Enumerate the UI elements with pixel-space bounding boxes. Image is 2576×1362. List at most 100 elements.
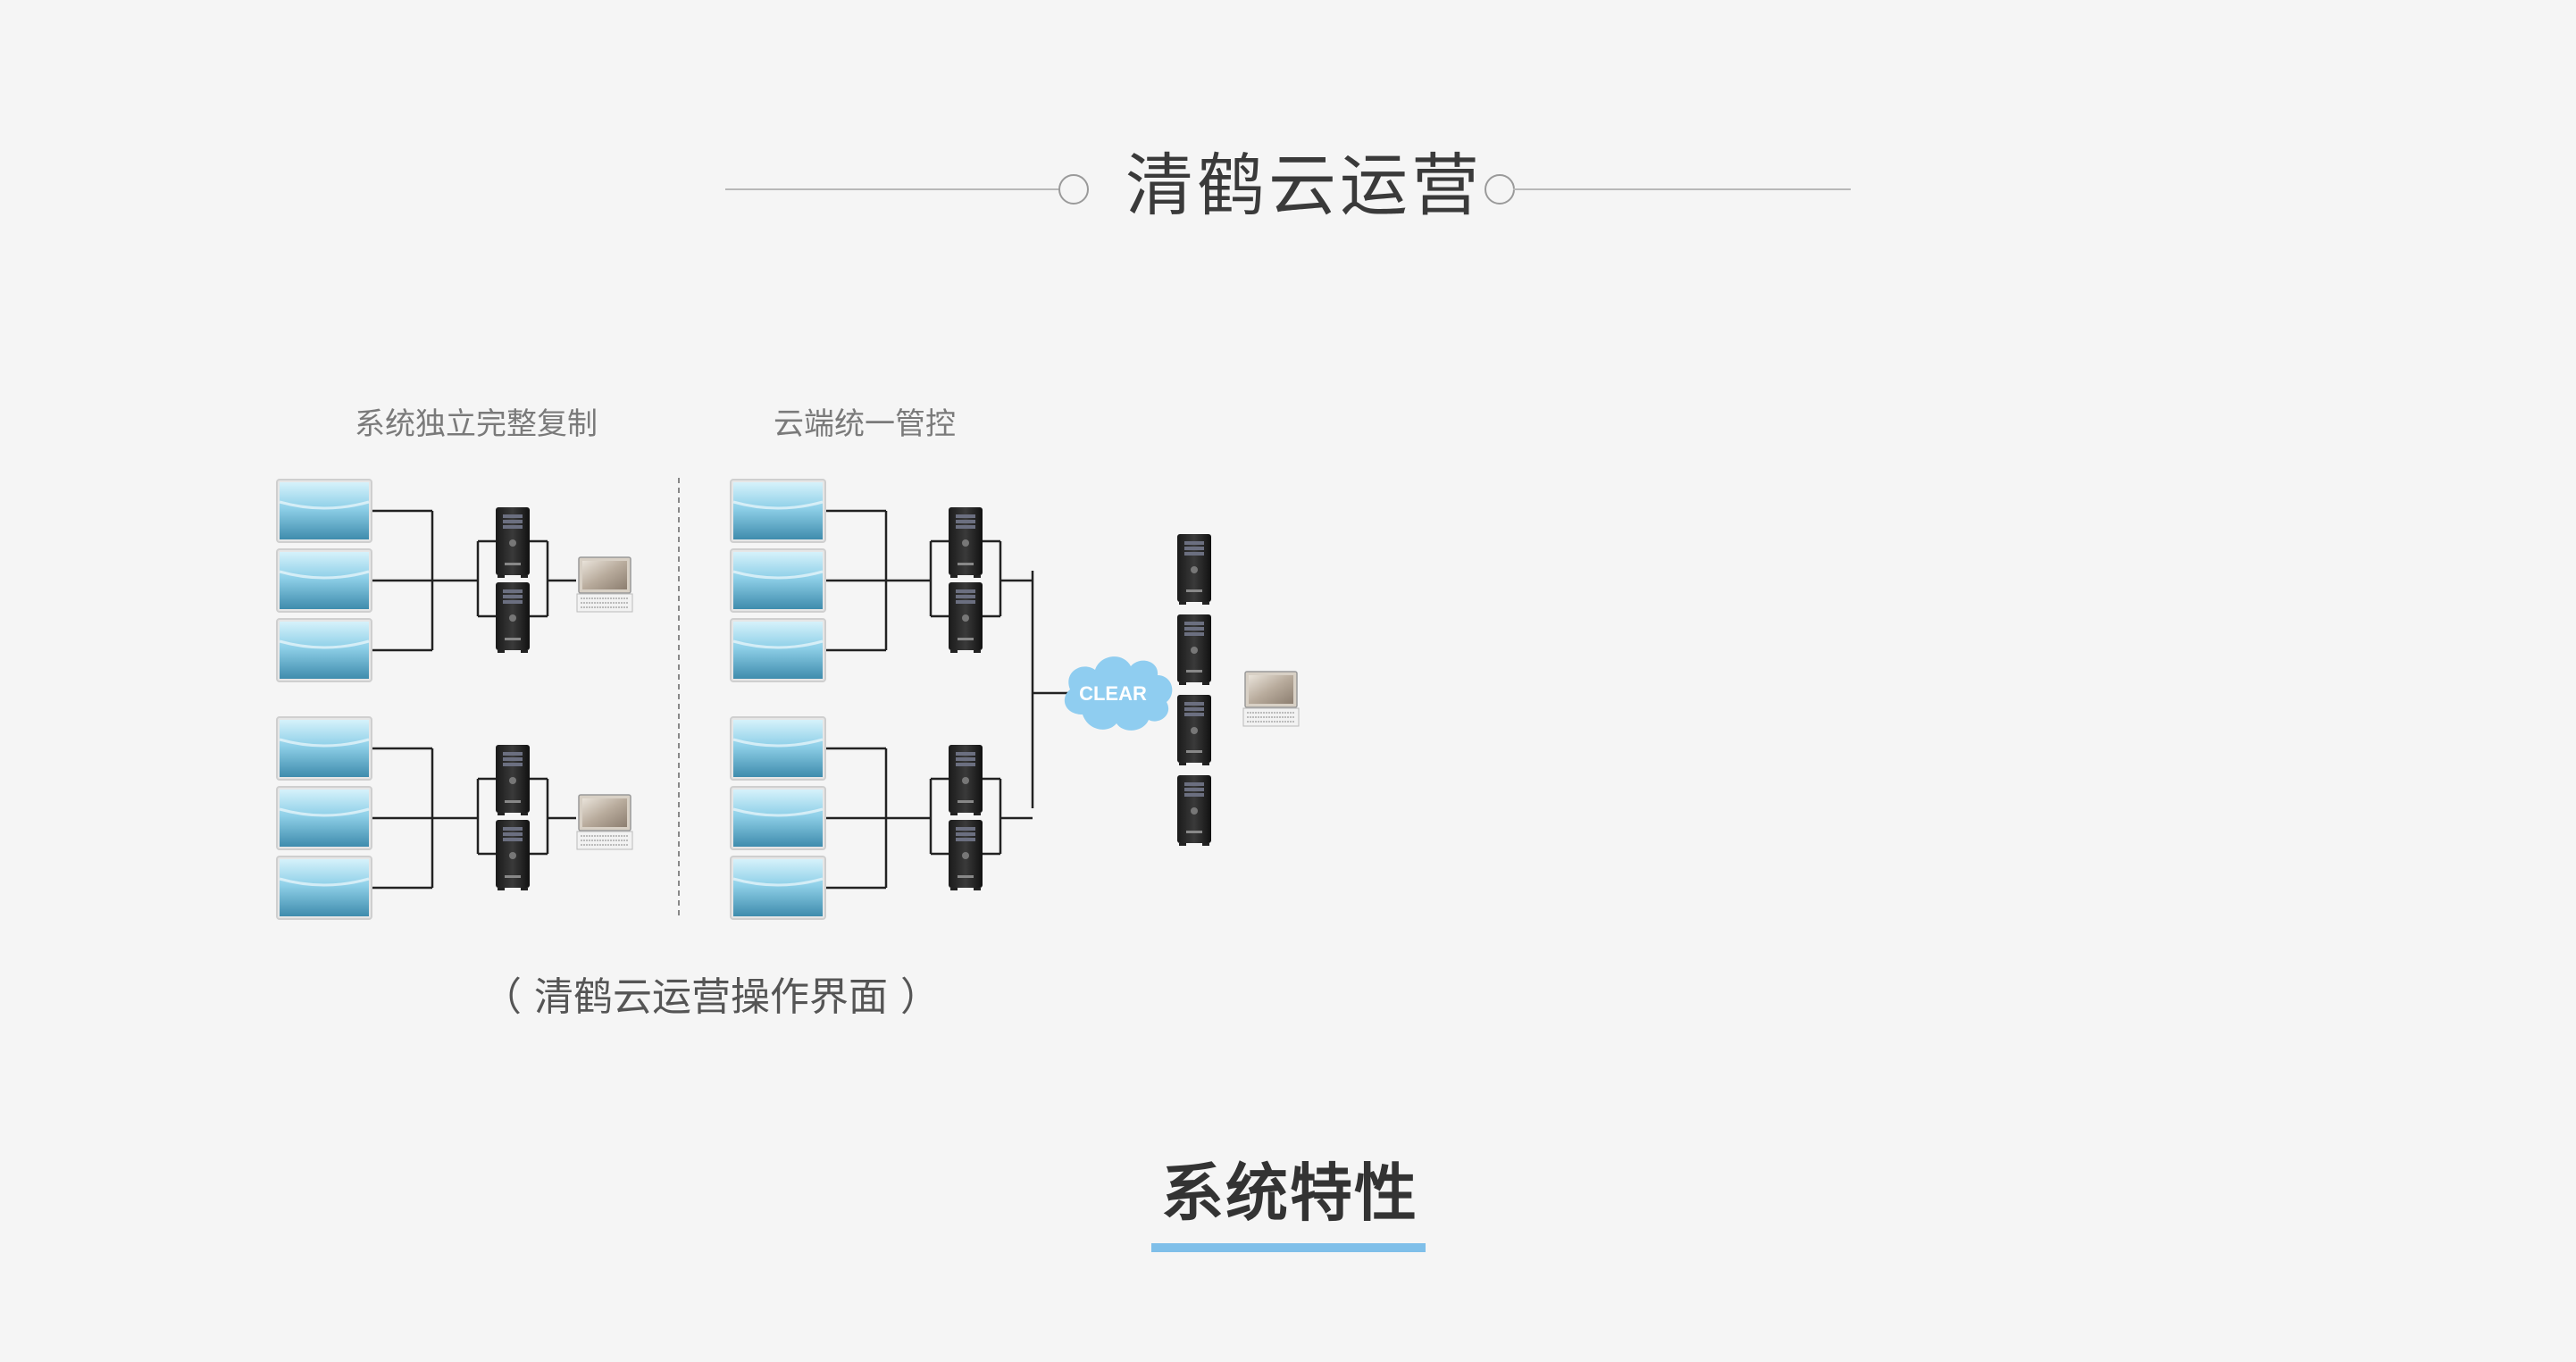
monitor-icon <box>276 479 372 543</box>
tower-foot <box>974 813 981 815</box>
tower-foot <box>1202 602 1209 605</box>
tower-foot <box>974 650 981 653</box>
tower-foot <box>498 575 505 578</box>
tower-slot <box>1186 750 1202 753</box>
server-tower-icon <box>1177 614 1211 685</box>
monitor-glare <box>279 639 370 649</box>
tower-bay <box>956 589 975 593</box>
laptop-icon <box>576 794 633 850</box>
tower-power <box>509 777 516 784</box>
title-right-line <box>1513 188 1851 190</box>
tower-slot <box>505 638 521 640</box>
tower-bay <box>1184 713 1204 716</box>
tower-bay <box>956 752 975 756</box>
tower-bay <box>503 827 523 831</box>
tower-foot <box>974 888 981 890</box>
laptop-group <box>576 556 1300 850</box>
tower-slot <box>1186 831 1202 833</box>
tower-bay <box>1184 627 1204 631</box>
server-tower-icon <box>1177 775 1211 846</box>
tower-power <box>962 539 969 547</box>
cloud-label: CLEAR <box>1079 682 1147 705</box>
tower-bay <box>956 763 975 766</box>
server-tower-icon <box>949 582 983 653</box>
tower-bay <box>956 525 975 529</box>
cloud-shape <box>1064 656 1173 731</box>
tower-bay <box>503 752 523 756</box>
tower-foot <box>950 575 958 578</box>
tower-bay <box>503 838 523 841</box>
tower-foot <box>521 888 528 890</box>
tower-bay <box>1184 707 1204 711</box>
tower-bay <box>503 763 523 766</box>
monitor-icon <box>730 618 826 682</box>
monitor-screen <box>280 552 369 609</box>
monitor-glare <box>732 807 824 817</box>
server-tower-icon <box>1177 534 1211 605</box>
cloud-node: CLEAR <box>1064 656 1173 731</box>
monitor-screen <box>280 622 369 679</box>
monitor-glare <box>279 500 370 510</box>
tower-power <box>1191 807 1198 815</box>
tower-foot <box>1179 682 1186 685</box>
monitor-icon <box>276 618 372 682</box>
monitor-screen <box>733 622 823 679</box>
monitor-icon <box>730 716 826 781</box>
laptop-screen <box>582 798 627 827</box>
monitor-icon <box>276 716 372 781</box>
diagram-caption: （ 清鹤云运营操作界面 ） <box>482 974 940 1020</box>
server-tower-icon <box>496 582 530 653</box>
tower-slot <box>1186 670 1202 673</box>
server-tower-icon <box>496 820 530 890</box>
tower-bay <box>956 514 975 518</box>
section-title: 系统特性 <box>1161 1157 1418 1230</box>
tower-bay <box>1184 541 1204 545</box>
monitor-group <box>276 479 826 920</box>
tower-bay <box>956 595 975 598</box>
tower-foot <box>498 813 505 815</box>
tower-bay <box>1184 788 1204 791</box>
tower-foot <box>1202 843 1209 846</box>
laptop-screen <box>582 561 627 589</box>
laptop-screen <box>1249 675 1293 704</box>
tower-power <box>962 777 969 784</box>
tower-bay <box>503 600 523 604</box>
monitor-icon <box>730 548 826 613</box>
server-tower-icon <box>949 820 983 890</box>
tower-bay <box>1184 622 1204 625</box>
tower-slot <box>958 638 974 640</box>
monitor-glare <box>732 570 824 580</box>
monitor-screen <box>733 482 823 539</box>
monitor-screen <box>733 859 823 916</box>
tower-power <box>1191 566 1198 573</box>
tower-power <box>962 614 969 622</box>
monitor-glare <box>732 738 824 748</box>
title-left-line <box>725 188 1065 190</box>
monitor-screen <box>280 859 369 916</box>
tower-foot <box>521 575 528 578</box>
tower-slot <box>1186 589 1202 592</box>
right-panel-label: 云端统一管控 <box>774 406 956 442</box>
tower-foot <box>974 575 981 578</box>
tower-foot <box>498 650 505 653</box>
server-group <box>496 507 1211 890</box>
tower-bay <box>503 520 523 523</box>
tower-power <box>1191 727 1198 734</box>
monitor-icon <box>276 856 372 920</box>
tower-bay <box>956 757 975 761</box>
tower-bay <box>1184 702 1204 706</box>
tower-slot <box>958 563 974 565</box>
tower-slot <box>958 800 974 803</box>
monitor-screen <box>280 720 369 777</box>
tower-bay <box>956 520 975 523</box>
tower-bay <box>956 827 975 831</box>
tower-slot <box>505 800 521 803</box>
monitor-glare <box>732 877 824 887</box>
tower-bay <box>956 832 975 836</box>
tower-foot <box>1179 602 1186 605</box>
monitor-screen <box>733 720 823 777</box>
tower-bay <box>503 757 523 761</box>
tower-bay <box>1184 793 1204 797</box>
monitor-icon <box>276 786 372 850</box>
page-header: 清鹤云运营 <box>0 0 2576 286</box>
